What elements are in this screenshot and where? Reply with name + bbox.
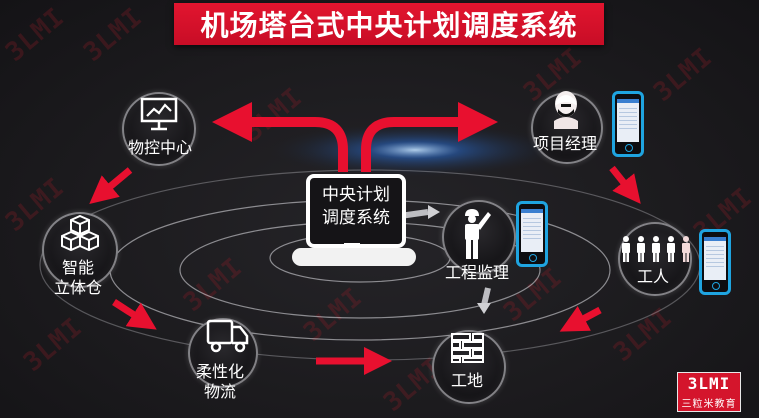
people-group-icon <box>622 236 690 262</box>
cubes-icon <box>61 214 99 252</box>
light-flare <box>265 122 565 178</box>
worker-hardhat-icon <box>465 209 491 259</box>
node-label: 柔性化 物流 <box>195 362 244 401</box>
node-workers <box>618 222 692 296</box>
node-label: 物控中心 <box>127 138 192 157</box>
node-label: 项目经理 <box>532 134 597 153</box>
logo-text: 三粒米教育 <box>681 399 737 410</box>
central-system-label: 中央计划 调度系统 <box>322 185 390 228</box>
node-label: 工程监理 <box>444 263 509 282</box>
truck-icon <box>206 319 249 353</box>
mobile-app-icon <box>612 91 644 157</box>
brick-wall-icon <box>451 333 484 363</box>
page-title-banner: 机场塔台式中央计划调度系统 <box>174 3 604 45</box>
node-label: 智能 立体仓 <box>53 258 102 297</box>
node-label: 工地 <box>450 371 483 390</box>
node-flexible-logistics <box>188 318 258 388</box>
mobile-app-icon <box>699 229 731 295</box>
monitor-stand <box>344 243 360 251</box>
node-label: 工人 <box>636 267 669 286</box>
brand-logo: 3LMI 三粒米教育 <box>677 372 741 412</box>
mobile-app-icon <box>516 201 548 267</box>
page-title: 机场塔台式中央计划调度系统 <box>200 9 578 42</box>
logo-mark: 3LMI <box>687 374 731 393</box>
manager-avatar-icon <box>554 91 578 129</box>
monitor-chart-icon <box>140 97 178 131</box>
monitor-base <box>292 248 416 266</box>
